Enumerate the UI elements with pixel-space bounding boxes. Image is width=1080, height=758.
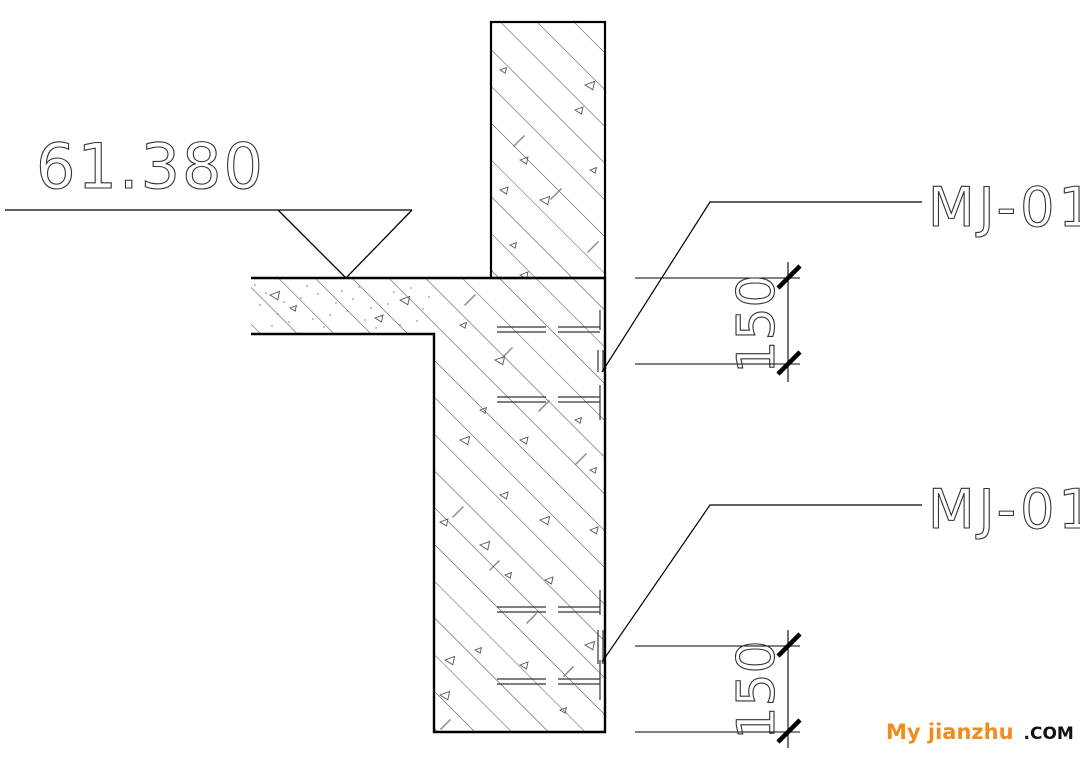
dimension-2-value: 150 (727, 640, 787, 739)
elevation-value: 61.380 (36, 130, 265, 203)
concrete-section (251, 20, 607, 734)
callout-1: MJ-01 (601, 175, 1080, 373)
embedded-plates (497, 310, 604, 700)
slab-and-wall-outline (251, 276, 607, 734)
watermark-main-text: My jianzhu (886, 720, 1014, 744)
dimension-1: 150 (635, 262, 802, 382)
dimension-2: 150 (635, 630, 802, 748)
callout-2: MJ-01 (601, 477, 1080, 663)
watermark-suffix-text: .COM (1023, 724, 1074, 744)
watermark-logo: My jianzhu .COM (886, 720, 1074, 750)
callout-2-label: MJ-01 (928, 478, 1080, 541)
elevation-marker: 61.380 (5, 129, 413, 279)
callout-1-label: MJ-01 (928, 176, 1080, 239)
dimension-1-value: 150 (727, 274, 787, 373)
